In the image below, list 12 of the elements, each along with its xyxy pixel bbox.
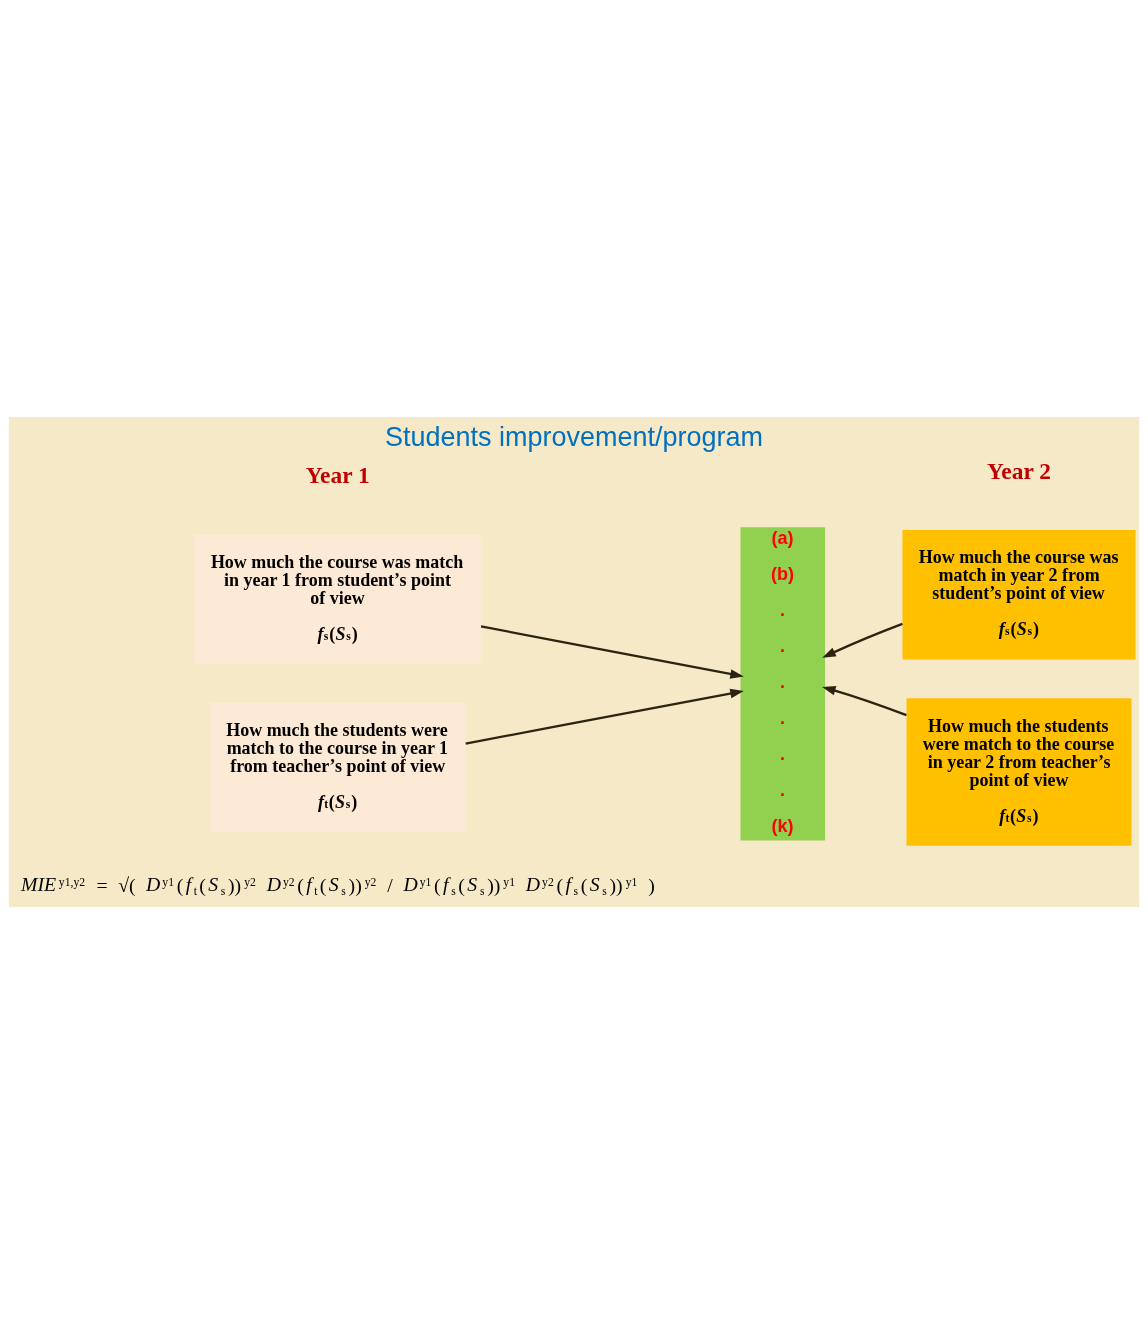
label: Year 2 [987, 457, 1051, 484]
label: Year 1 [305, 461, 370, 488]
arrow [822, 685, 907, 716]
node-box: How much the course was match in year 2 from student’s point of view fs(Ss) [902, 529, 1136, 660]
node-box: How much the students were match to the course in year 1 from teacher’s point of view ft(Ss) [210, 702, 466, 832]
node-box: How much the students were match to the course in year 2 from teacher’s point of view ft(Ss) [906, 697, 1132, 846]
arrow [465, 688, 744, 745]
node-box: (a) (b) . . . . . . (k) [740, 526, 826, 840]
arrow [822, 622, 903, 658]
arrow [480, 624, 744, 679]
node-box: How much the course was match in year 1 from student’s point of view fs(Ss) [194, 533, 481, 664]
diagram-title: Students improvement/program [385, 421, 763, 452]
